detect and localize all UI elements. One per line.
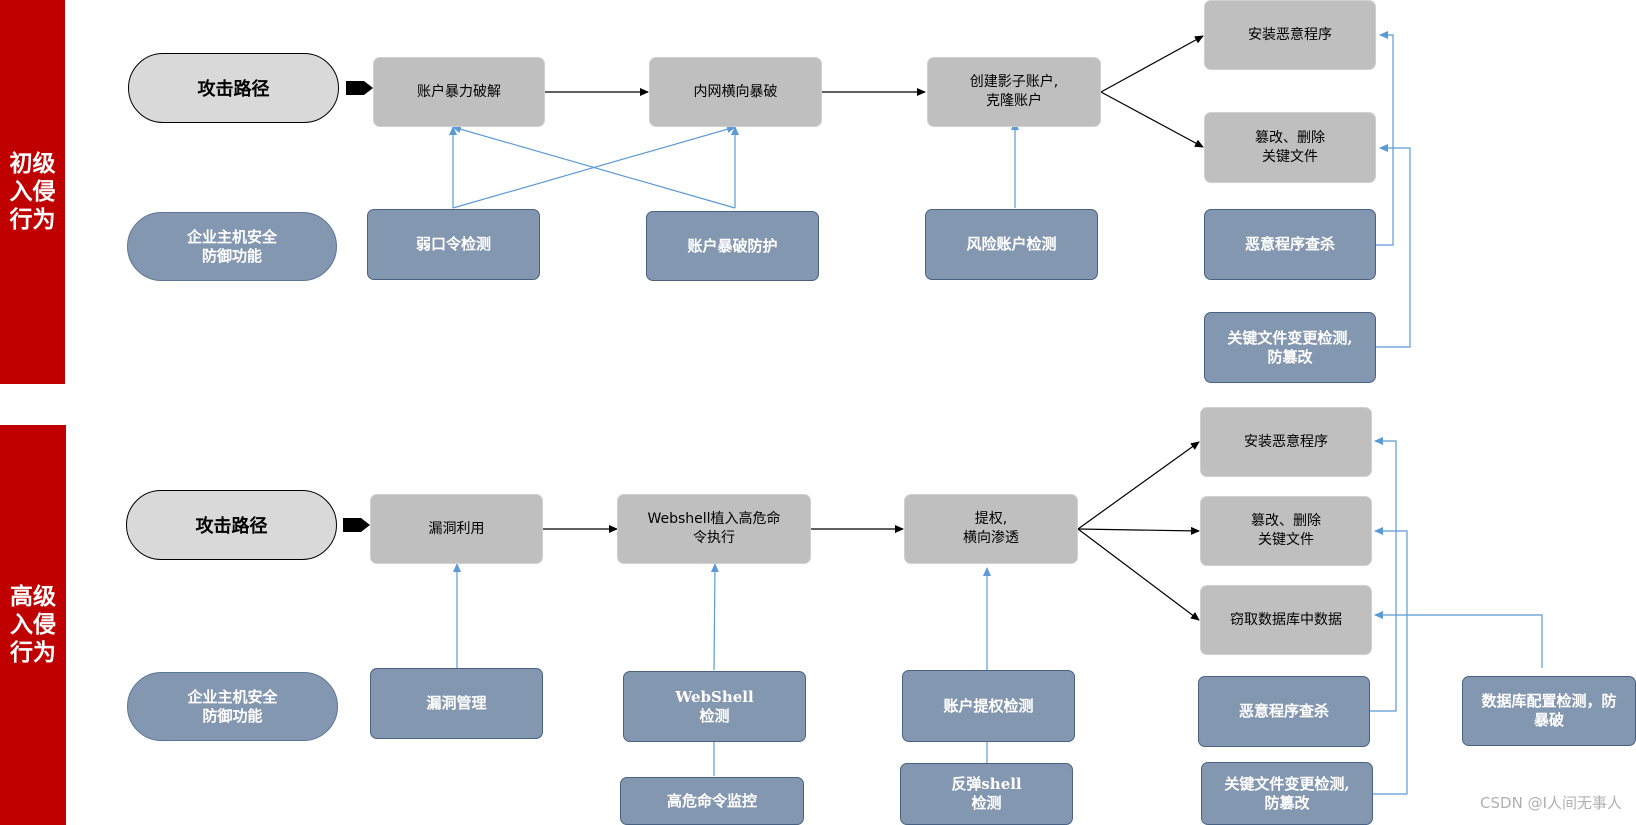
outcome-install-malware-2: 安装恶意程序 xyxy=(1200,407,1372,477)
detection-label: WebShell 检测 xyxy=(675,687,754,725)
step-label: 漏洞利用 xyxy=(428,520,485,537)
detection-file-integrity-2: 关键文件变更检测, 防篡改 xyxy=(1201,762,1373,825)
detection-high-risk-command: 高危命令监控 xyxy=(620,777,804,825)
detection-label: 账户提权检测 xyxy=(943,696,1034,715)
detection-label: 漏洞管理 xyxy=(426,694,487,712)
detection-label: 反弹shell 检测 xyxy=(951,775,1022,812)
arrow-priv-to-tamper xyxy=(1077,526,1200,535)
detection-malware-scan-2: 恶意程序查杀 xyxy=(1198,676,1370,747)
step-account-brute-force: 账户暴力破解 xyxy=(373,57,545,127)
defense-advanced-label: 企业主机安全 防御功能 xyxy=(187,687,278,725)
detection-label: 数据库配置检测，防 暴破 xyxy=(1481,692,1617,729)
step-privilege-escalation: 提权, 横向渗透 xyxy=(904,494,1078,564)
step-webshell-exec: Webshell植入高危命 令执行 xyxy=(617,494,811,564)
detection-label: 风险账户检测 xyxy=(966,235,1057,253)
detection-risk-account: 风险账户检测 xyxy=(925,209,1098,280)
arrow-shadow-to-malware xyxy=(1100,35,1204,93)
section-label-basic: 初级 入侵 行为 xyxy=(0,0,65,384)
detection-label: 高危命令监控 xyxy=(666,791,757,810)
section-label-basic-text: 初级 入侵 行为 xyxy=(9,150,56,233)
step-label: 提权, 横向渗透 xyxy=(963,511,1019,546)
outcome-label: 篡改、删除 关键文件 xyxy=(1255,129,1325,165)
detection-webshell: WebShell 检测 xyxy=(623,671,806,742)
step-vuln-exploit: 漏洞利用 xyxy=(370,494,543,564)
detection-label: 恶意程序查杀 xyxy=(1238,702,1329,720)
attack-path-basic-label: 攻击路径 xyxy=(197,79,270,100)
outcome-label: 篡改、删除 关键文件 xyxy=(1251,513,1321,548)
step-label: 创建影子账户, 克隆账户 xyxy=(969,74,1059,109)
defense-advanced: 企业主机安全 防御功能 xyxy=(127,672,338,741)
arrow-shadow-to-tamper xyxy=(1100,91,1204,148)
attack-path-basic: 攻击路径 xyxy=(128,53,339,123)
detection-malware-scan: 恶意程序查杀 xyxy=(1204,209,1376,280)
detection-label: 关键文件变更检测, 防篡改 xyxy=(1224,774,1350,812)
detection-label: 恶意程序查杀 xyxy=(1244,235,1335,253)
detection-label: 账户暴破防护 xyxy=(687,236,778,255)
detection-file-integrity: 关键文件变更检测, 防篡改 xyxy=(1204,312,1376,383)
step-lateral-brute-force: 内网横向暴破 xyxy=(649,57,822,127)
detection-database-config: 数据库配置检测，防 暴破 xyxy=(1462,676,1636,746)
outcome-label: 安装恶意程序 xyxy=(1248,26,1332,43)
step-label: 内网横向暴破 xyxy=(693,83,778,100)
path-start-arrow-2 xyxy=(343,518,370,532)
outcome-label: 窃取数据库中数据 xyxy=(1230,611,1342,628)
detection-brute-force-protection: 账户暴破防护 xyxy=(646,211,819,281)
step-shadow-account: 创建影子账户, 克隆账户 xyxy=(927,57,1101,127)
arrow-priv-to-malware xyxy=(1077,441,1200,530)
outcome-tamper-files-2: 篡改、删除 关键文件 xyxy=(1200,496,1372,566)
outcome-install-malware: 安装恶意程序 xyxy=(1204,0,1376,70)
step-label: Webshell植入高危命 令执行 xyxy=(647,511,781,546)
arrow-priv-to-db xyxy=(1077,528,1200,621)
detection-label: 弱口令检测 xyxy=(415,235,491,253)
detection-privilege-escalation: 账户提权检测 xyxy=(902,670,1075,742)
outcome-label: 安装恶意程序 xyxy=(1244,433,1328,450)
attack-path-advanced: 攻击路径 xyxy=(126,490,337,560)
detection-label: 关键文件变更检测, 防篡改 xyxy=(1227,328,1353,366)
watermark: CSDN @I人间无事人 xyxy=(1480,794,1622,812)
step-label: 账户暴力破解 xyxy=(417,83,501,100)
outcome-steal-database: 窃取数据库中数据 xyxy=(1200,585,1372,655)
defense-basic: 企业主机安全 防御功能 xyxy=(127,212,337,281)
attack-path-advanced-label: 攻击路径 xyxy=(195,516,268,537)
section-label-advanced: 高级 入侵 行为 xyxy=(0,425,66,825)
detection-weak-password: 弱口令检测 xyxy=(367,209,540,280)
outcome-tamper-files: 篡改、删除 关键文件 xyxy=(1204,112,1376,183)
defense-basic-label: 企业主机安全 防御功能 xyxy=(186,227,277,265)
detection-vuln-management: 漏洞管理 xyxy=(370,668,543,739)
path-start-arrow xyxy=(346,81,373,95)
detection-reverse-shell: 反弹shell 检测 xyxy=(900,763,1073,825)
section-label-advanced-text: 高级 入侵 行为 xyxy=(10,583,56,666)
